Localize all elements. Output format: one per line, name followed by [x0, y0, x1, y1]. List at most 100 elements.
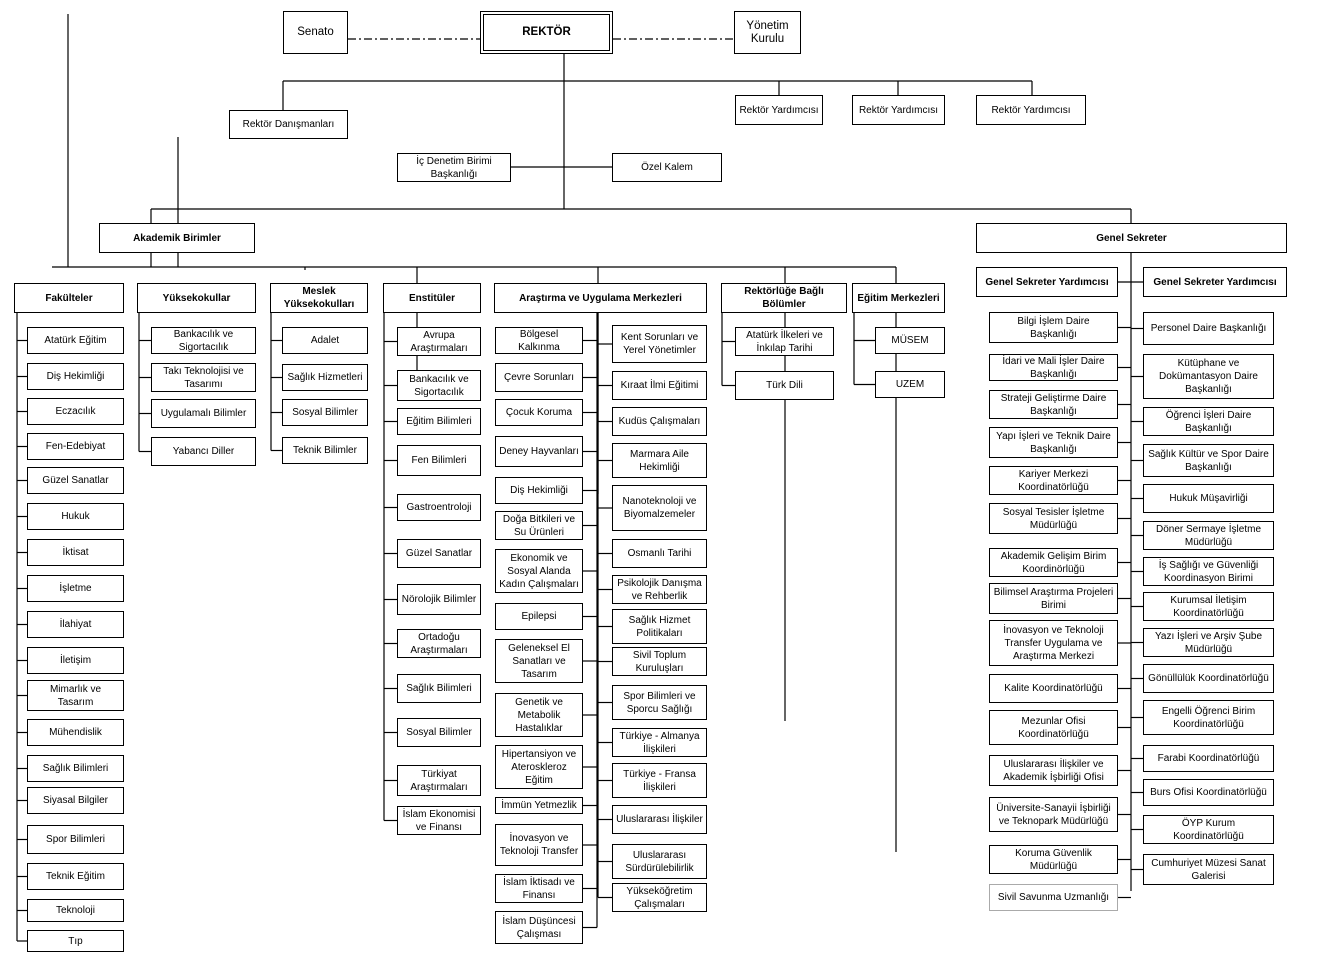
research-center-box: İslam Düşüncesi Çalışması	[495, 911, 583, 944]
faculty-box: Teknoloji	[27, 899, 124, 922]
directorate-box-label: Personel Daire Başkanlığı	[1150, 323, 1267, 334]
research-center-box-label: Türkiye - Fransa İlişkileri	[623, 768, 696, 793]
faculty-box: Sağlık Bilimleri	[27, 755, 124, 782]
institute-box-label: Gastroentroloji	[406, 502, 472, 513]
faculty-box: Teknik Eğitim	[27, 863, 124, 890]
research-center-box-label: Osmanlı Tarihi	[627, 548, 692, 559]
internal-audit-box: İç Denetim Birimi Başkanlığı	[397, 153, 511, 182]
directorate-box-label: Kütüphane ve Dokümantasyon Daire Başkanl…	[1159, 358, 1258, 395]
research-center-box: Bölgesel Kalkınma	[495, 327, 583, 354]
research-center-box-label: Psikolojik Danışma ve Rehberlik	[617, 577, 702, 602]
faculty-box-label: Tıp	[68, 935, 83, 947]
directorate-box-label: Yapı İşleri ve Teknik Daire Başkanlığı	[996, 430, 1111, 455]
directorate-box: ÖYP Kurum Koordinatörlüğü	[1143, 815, 1274, 844]
research-center-box-label: Nanoteknoloji ve Biyomalzemeler	[622, 496, 697, 520]
directorate-box-label: Hukuk Müşavirliği	[1169, 493, 1248, 504]
directorate-box: Mezunlar Ofisi Koordinatörlüğü	[989, 710, 1118, 745]
faculty-box: İletişim	[27, 647, 124, 674]
vocational-school-box-label: Teknik Bilimler	[293, 445, 357, 456]
research-center-box-label: Yükseköğretim Çalışmaları	[626, 885, 693, 910]
directorate-box: Kurumsal İletişim Koordinatörlüğü	[1143, 592, 1274, 621]
research-center-box: Sağlık Hizmet Politikaları	[612, 609, 707, 644]
faculty-box-label: İletişim	[59, 655, 92, 666]
senate-box: Senato	[283, 11, 348, 54]
research-center-box: Kıraat İlmi Eğitimi	[612, 371, 707, 400]
faculty-box: Hukuk	[27, 503, 124, 530]
executive-board-box-label: Yönetim Kurulu	[746, 19, 789, 45]
vocational-school-box: Adalet	[282, 327, 368, 354]
institute-box: Nörolojik Bilimler	[397, 584, 481, 615]
directorate-box: Farabi Koordinatörlüğü	[1143, 745, 1274, 772]
research-center-box: Kudüs Çalışmaları	[612, 407, 707, 436]
institute-box: Gastroentroloji	[397, 494, 481, 521]
directorate-box-label: Cumhuriyet Müzesi Sanat Galerisi	[1151, 857, 1266, 882]
research-center-box: Uluslararası İlişkiler	[612, 805, 707, 834]
rector-advisors-box: Rektör Danışmanları	[229, 110, 348, 139]
research-center-box-label: Marmara Aile Hekimliği	[630, 448, 689, 473]
research-center-box: Türkiye - Fransa İlişkileri	[612, 763, 707, 798]
research-center-box-label: Ekonomik ve Sosyal Alanda Kadın Çalışmal…	[499, 552, 579, 590]
directorate-box-label: Bilimsel Araştırma Projeleri Birimi	[993, 586, 1114, 611]
faculty-box-label: Teknik Eğitim	[46, 871, 105, 882]
institute-box-label: Nörolojik Bilimler	[401, 594, 477, 605]
research-centers-box: Araştırma ve Uygulama Merkezleri	[494, 283, 707, 313]
vice-rector-box-label: Rektör Yardımcısı	[858, 104, 939, 116]
school-box: Uygulamalı Bilimler	[151, 399, 256, 428]
directorate-box-label: Üniversite-Sanayii İşbirliği ve Teknopar…	[996, 802, 1111, 827]
research-center-box: Osmanlı Tarihi	[612, 539, 707, 568]
research-center-box-label: Kıraat İlmi Eğitimi	[620, 380, 699, 391]
directorate-box: Kalite Koordinatörlüğü	[989, 674, 1118, 703]
faculties-box-label: Fakülteler	[45, 292, 93, 304]
faculty-box: Fen-Edebiyat	[27, 433, 124, 460]
faculty-box-label: Teknoloji	[56, 905, 95, 916]
institute-box-label: Ortadoğu Araştırmaları	[410, 631, 468, 656]
research-center-box-label: İslam Düşüncesi Çalışması	[502, 915, 576, 940]
directorate-box-label: Engelli Öğrenci Birim Koordinatörlüğü	[1161, 705, 1256, 730]
directorate-box-label: İş Sağlığı ve Güvenliği Koordinasyon Bir…	[1158, 559, 1259, 584]
rector-departments-box-label: Rektörlüğe Bağlı Bölümler	[744, 286, 824, 310]
research-center-box: Doğa Bitkileri ve Su Ürünleri	[495, 511, 583, 540]
directorate-box-label: Sağlık Kültür ve Spor Daire Başkanlığı	[1148, 448, 1269, 473]
directorate-box: Bilimsel Araştırma Projeleri Birimi	[989, 583, 1118, 614]
directorate-box-label: Döner Sermaye İşletme Müdürlüğü	[1155, 523, 1262, 548]
faculty-box: Diş Hekimliği	[27, 363, 124, 390]
directorate-box-label: Kurumsal İletişim Koordinatörlüğü	[1170, 594, 1247, 619]
school-box-label: Uygulamalı Bilimler	[160, 408, 247, 419]
directorate-box-label: İdari ve Mali İşler Daire Başkanlığı	[1002, 355, 1105, 380]
senate-box-label: Senato	[297, 26, 334, 38]
faculty-box: Siyasal Bilgiler	[27, 787, 124, 814]
research-center-box: Yükseköğretim Çalışmaları	[612, 883, 707, 912]
research-center-box: Diş Hekimliği	[495, 477, 583, 504]
institute-box-label: Sağlık Bilimleri	[406, 683, 472, 694]
deputy-secretary-box-label: Genel Sekreter Yardımcısı	[985, 276, 1109, 288]
education-centers-box: Eğitim Merkezleri	[852, 283, 945, 313]
research-center-box-label: Sivil Toplum Kuruluşları	[632, 649, 687, 674]
faculty-box: Mimarlık ve Tasarım	[27, 680, 124, 711]
directorate-box-label: İnovasyon ve Teknoloji Transfer Uygulama…	[1003, 624, 1104, 662]
school-box-label: Bankacılık ve Sigortacılık	[173, 328, 234, 353]
vocational-school-box: Sosyal Bilimler	[282, 399, 368, 426]
vice-rector-box-label: Rektör Yardımcısı	[739, 104, 819, 116]
schools-box: Yüksekokullar	[137, 283, 256, 313]
faculty-box-label: İktisat	[62, 547, 89, 558]
private-office-box: Özel Kalem	[612, 153, 722, 182]
directorate-box-label: Mezunlar Ofisi Koordinatörlüğü	[1018, 715, 1089, 740]
research-center-box: Sivil Toplum Kuruluşları	[612, 647, 707, 676]
research-center-box: Marmara Aile Hekimliği	[612, 443, 707, 478]
vocational-schools-box: Meslek Yüksekokulları	[270, 283, 368, 313]
institute-box-label: Eğitim Bilimleri	[406, 416, 472, 427]
research-center-box: Nanoteknoloji ve Biyomalzemeler	[612, 485, 707, 531]
institutes-box: Enstitüler	[383, 283, 481, 313]
school-box-label: Takı Teknolojisi ve Tasarımı	[163, 365, 244, 390]
rector-box-label: REKTÖR	[522, 26, 571, 38]
academic-units-box-label: Akademik Birimler	[133, 232, 221, 244]
faculty-box: Spor Bilimleri	[27, 825, 124, 854]
research-center-box: Ekonomik ve Sosyal Alanda Kadın Çalışmal…	[495, 549, 583, 593]
research-center-box-label: Geleneksel El Sanatları ve Tasarım	[508, 642, 570, 680]
faculty-box-label: Güzel Sanatlar	[42, 475, 109, 486]
directorate-box-label: Koruma Güvenlik Müdürlüğü	[1015, 847, 1092, 872]
directorate-box-label: ÖYP Kurum Koordinatörlüğü	[1173, 817, 1244, 842]
research-center-box: Çevre Sorunları	[495, 363, 583, 392]
directorate-box: Yapı İşleri ve Teknik Daire Başkanlığı	[989, 427, 1118, 458]
